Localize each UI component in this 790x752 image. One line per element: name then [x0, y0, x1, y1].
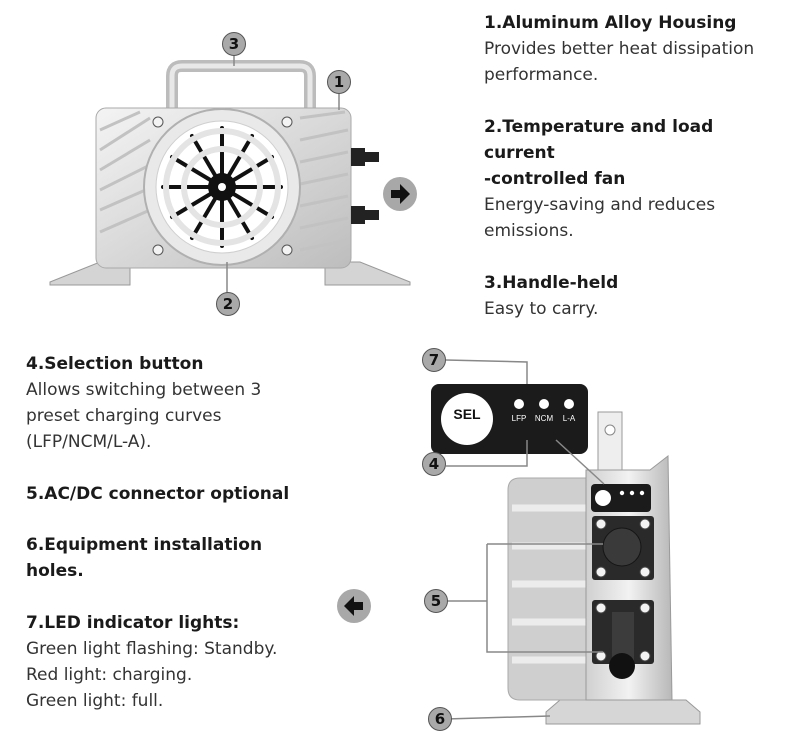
feature-2-desc-line: emissions.: [484, 221, 574, 241]
feature-5-title: 5.AC/DC connector optional: [26, 484, 290, 504]
feature-3-desc-line: Easy to carry.: [484, 299, 599, 319]
callout-6: 6: [428, 707, 452, 731]
arrow-right-icon: [383, 177, 417, 211]
feature-6-title-line: 6.Equipment installation: [26, 535, 263, 555]
callout-7: 7: [422, 348, 446, 372]
feature-2-title-line: -controlled fan: [484, 169, 626, 189]
feature-7-desc-line: Red light: charging.: [26, 665, 193, 685]
led-label-la: L-A: [562, 414, 576, 423]
feature-2-desc-line: Energy-saving and reduces: [484, 195, 716, 215]
feature-1: 1.Aluminum Alloy Housing Provides better…: [484, 10, 754, 88]
callout-1: 1: [327, 70, 351, 94]
feature-5: 5.AC/DC connector optional: [26, 481, 289, 507]
feature-7-desc-line: Green light: full.: [26, 691, 164, 711]
feature-4-desc-line: (LFP/NCM/L-A).: [26, 432, 152, 452]
callout-5: 5: [424, 589, 448, 613]
feature-3-title: 3.Handle-held: [484, 273, 619, 293]
sel-button: SEL: [453, 406, 481, 422]
feature-4-desc-line: Allows switching between 3: [26, 380, 262, 400]
feature-2-title-line: 2.Temperature and load: [484, 117, 714, 137]
callout-2: 2: [216, 292, 240, 316]
feature-1-title: 1.Aluminum Alloy Housing: [484, 13, 737, 33]
feature-7-title: 7.LED indicator lights:: [26, 613, 240, 633]
feature-7-desc-line: Green light flashing: Standby.: [26, 639, 278, 659]
arrow-left-icon: [337, 589, 371, 623]
charger-side-view: [431, 359, 701, 725]
feature-2-title-line: current: [484, 143, 555, 163]
feature-2: 2.Temperature and load current -controll…: [484, 114, 715, 244]
feature-4-desc-line: preset charging curves: [26, 406, 222, 426]
charger-front-view: [49, 55, 411, 294]
feature-1-desc-line: performance.: [484, 65, 599, 85]
feature-4: 4.Selection button Allows switching betw…: [26, 351, 261, 455]
callout-3: 3: [222, 32, 246, 56]
feature-6: 6.Equipment installation holes.: [26, 532, 262, 584]
feature-6-title-line: holes.: [26, 561, 84, 581]
feature-3: 3.Handle-held Easy to carry.: [484, 270, 618, 322]
feature-1-desc-line: Provides better heat dissipation: [484, 39, 755, 59]
led-label-ncm: NCM: [534, 414, 554, 423]
led-label-lfp: LFP: [511, 414, 527, 423]
callout-4: 4: [422, 452, 446, 476]
feature-7: 7.LED indicator lights: Green light flas…: [26, 610, 277, 714]
feature-4-title: 4.Selection button: [26, 354, 204, 374]
